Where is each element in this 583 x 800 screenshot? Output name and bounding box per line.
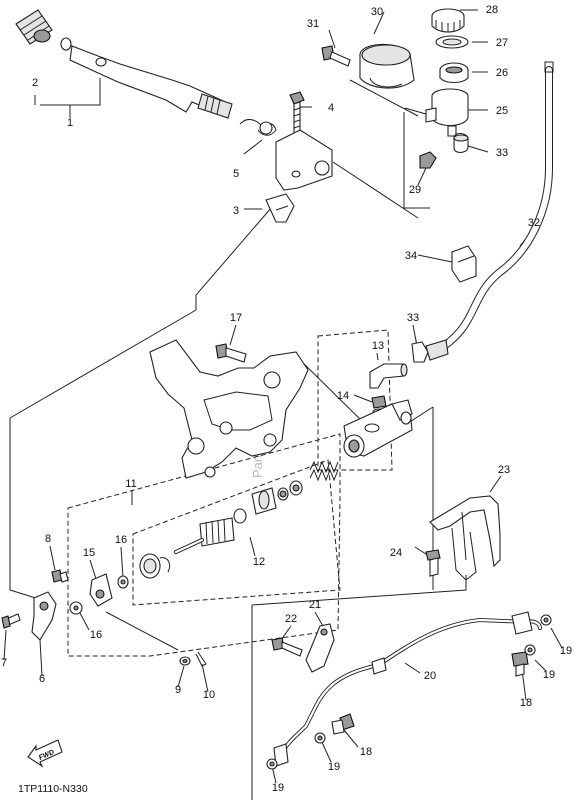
fwd-arrow-icon: FWD bbox=[27, 739, 63, 768]
part-number: 7 bbox=[1, 657, 7, 669]
part-number: 14 bbox=[337, 390, 349, 402]
part-number: 4 bbox=[328, 102, 334, 114]
part-number: 19 bbox=[560, 645, 572, 657]
bolt-7 bbox=[1, 613, 21, 629]
part-number: 26 bbox=[496, 67, 508, 79]
pipe-clamp bbox=[305, 623, 335, 673]
part-number: 18 bbox=[360, 746, 372, 758]
part-number: 23 bbox=[498, 464, 510, 476]
group-box-13 bbox=[317, 329, 393, 471]
hose-stay bbox=[429, 495, 501, 581]
pedal-bracket bbox=[265, 129, 333, 223]
piston-cups bbox=[277, 480, 303, 501]
dust-boot bbox=[139, 553, 171, 579]
part-number: 16 bbox=[115, 534, 127, 546]
brake-link bbox=[31, 591, 57, 641]
part-number: 13 bbox=[372, 340, 384, 352]
part-number: 24 bbox=[390, 547, 402, 559]
part-number: 16 bbox=[90, 629, 102, 641]
part-number: 17 bbox=[230, 312, 242, 324]
part-number: 34 bbox=[405, 250, 417, 262]
nut-29 bbox=[419, 151, 437, 169]
part-number: 29 bbox=[409, 184, 421, 196]
part-number: 19 bbox=[328, 761, 340, 773]
reservoir-cap bbox=[431, 8, 465, 33]
washer-16b bbox=[69, 601, 83, 615]
piston bbox=[174, 487, 277, 554]
union-bolt-18b bbox=[331, 713, 355, 735]
hose-guide bbox=[451, 245, 477, 283]
part-number: 30 bbox=[371, 6, 383, 18]
part-number: 9 bbox=[175, 684, 181, 696]
cotter-pin bbox=[195, 651, 207, 667]
bolt-17 bbox=[215, 343, 247, 363]
part-number: 32 bbox=[528, 217, 540, 229]
part-number: 18 bbox=[520, 697, 532, 709]
bolt-22 bbox=[271, 637, 303, 657]
diaphragm-plate bbox=[435, 35, 469, 49]
part-number: 31 bbox=[307, 18, 319, 30]
brake-pedal bbox=[69, 45, 233, 119]
gasket-19c bbox=[314, 732, 326, 744]
part-number: 19 bbox=[543, 669, 555, 681]
pin-8 bbox=[51, 569, 69, 583]
part-number: 28 bbox=[486, 4, 498, 16]
hose-end-fitting bbox=[425, 339, 449, 361]
part-number: 1 bbox=[67, 117, 73, 129]
gasket-19a bbox=[540, 614, 552, 626]
part-number: 33 bbox=[407, 312, 419, 324]
group-box-11 bbox=[67, 433, 341, 657]
part-number: 2 bbox=[32, 77, 38, 89]
part-number: 5 bbox=[233, 168, 239, 180]
brake-pipe bbox=[273, 611, 542, 767]
part-number: 27 bbox=[496, 37, 508, 49]
part-number: 11 bbox=[125, 478, 136, 490]
bolt-24 bbox=[425, 549, 441, 577]
return-spring bbox=[239, 119, 277, 136]
diaphragm bbox=[439, 62, 469, 84]
gasket-19d bbox=[266, 758, 278, 770]
pedal-washer bbox=[60, 37, 72, 51]
part-number: 10 bbox=[203, 689, 215, 701]
pedal-rubber bbox=[15, 9, 53, 45]
union-bolt-18a bbox=[511, 651, 529, 677]
part-number: 15 bbox=[83, 547, 95, 559]
reservoir-cover bbox=[359, 43, 415, 89]
part-number: 21 bbox=[309, 599, 321, 611]
part-number: 8 bbox=[45, 533, 51, 545]
master-cylinder-spring bbox=[309, 460, 339, 482]
diagram-code: 1TP1110-N330 bbox=[18, 783, 88, 795]
washer-9 bbox=[179, 656, 191, 666]
part-number: 20 bbox=[424, 670, 436, 682]
part-number: 19 bbox=[272, 782, 284, 794]
part-number-labels: 1 2 3 4 5 6 7 8 9 10 11 12 13 14 15 16 1… bbox=[1, 4, 572, 794]
part-number: 25 bbox=[496, 105, 508, 117]
part-number: 12 bbox=[253, 556, 265, 568]
part-number: 22 bbox=[285, 613, 297, 625]
reservoir-hose bbox=[440, 61, 554, 350]
reservoir-tank bbox=[425, 88, 469, 137]
part-number: 6 bbox=[39, 673, 45, 685]
part-number: 33 bbox=[496, 147, 508, 159]
part-number: 3 bbox=[233, 205, 239, 217]
washer-16a bbox=[117, 575, 129, 589]
group-box-12 bbox=[132, 459, 341, 606]
screw-31 bbox=[321, 45, 351, 67]
clevis-joint bbox=[89, 573, 113, 607]
hose-clamp-lower bbox=[411, 341, 429, 363]
hose-joint bbox=[369, 363, 408, 389]
gasket-19b bbox=[524, 644, 536, 656]
master-cylinder bbox=[343, 399, 413, 458]
bolt-4 bbox=[289, 91, 305, 137]
footrest-bracket bbox=[149, 339, 309, 479]
leader-lines bbox=[3, 9, 563, 800]
hose-clamp-top bbox=[453, 132, 469, 154]
